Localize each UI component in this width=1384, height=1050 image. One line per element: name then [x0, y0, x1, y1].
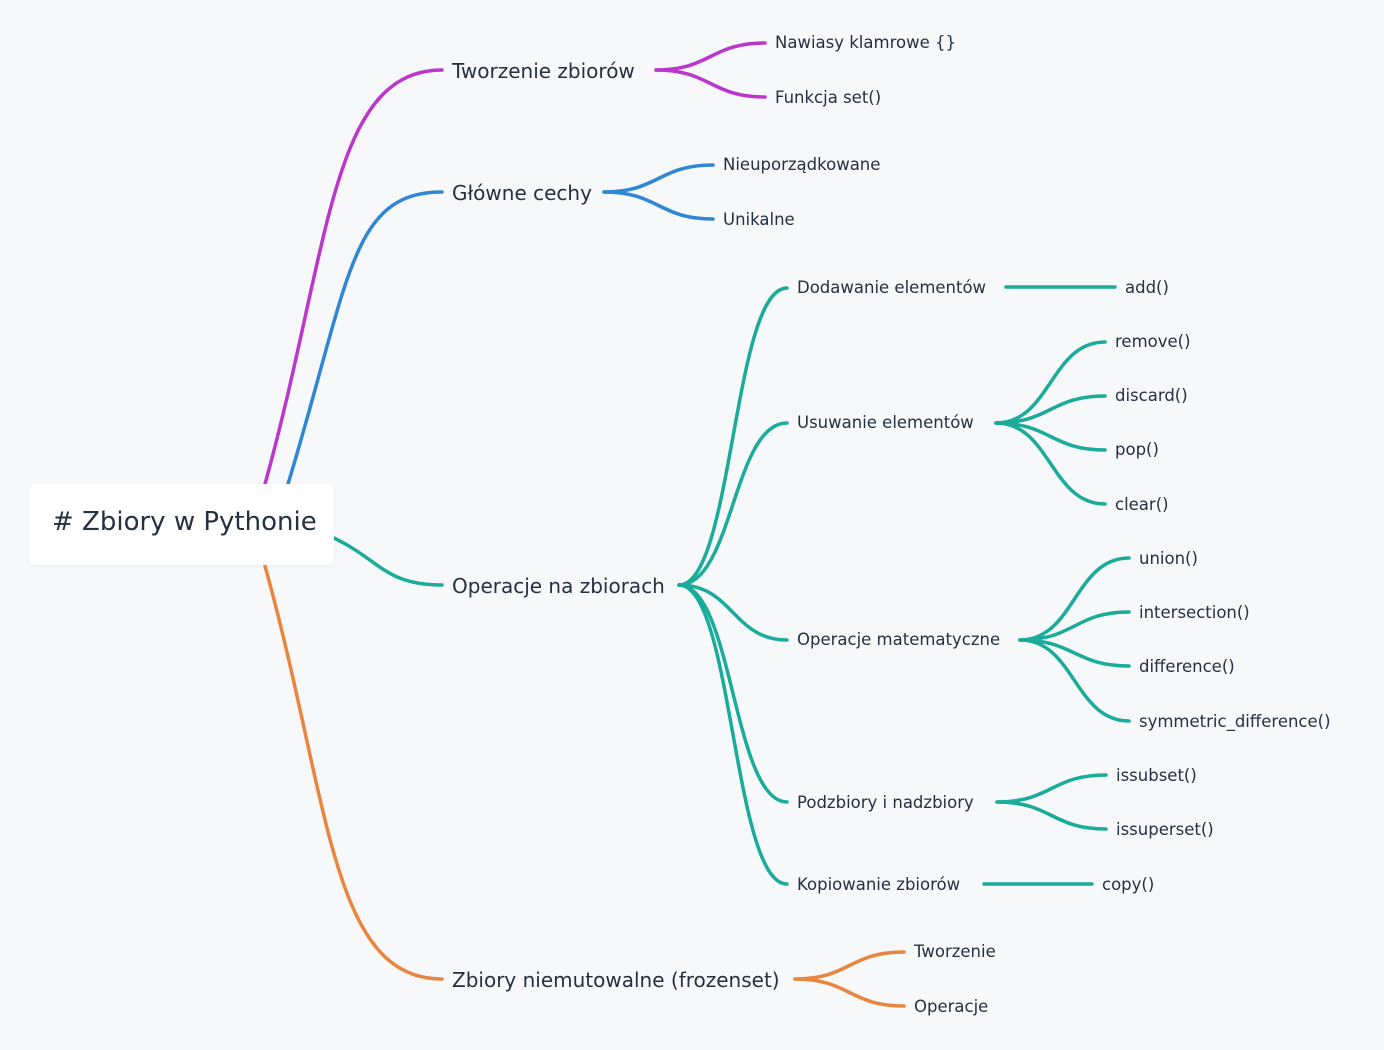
connector-operacje-podzbiory: [677, 583, 789, 804]
leaf-discard[interactable]: discard(): [1115, 386, 1188, 405]
branch-zbiory-niemutowalne[interactable]: Zbiory niemutowalne (frozenset): [452, 968, 780, 992]
root-label: # Zbiory w Pythonie: [52, 507, 317, 537]
leaf-copy[interactable]: copy(): [1102, 875, 1155, 894]
connector-usuwanie-leaf-1: [994, 394, 1107, 425]
node-operacje[interactable]: Operacje: [914, 997, 989, 1016]
branch-tworzenie-zbiorow[interactable]: Tworzenie zbiorów: [452, 59, 635, 83]
connector-podzbiory-leaf-0: [995, 773, 1108, 804]
connector-root-tworzenie: [263, 68, 444, 486]
node-kopiowanie-zbiorow[interactable]: Kopiowanie zbiorów: [797, 875, 961, 894]
connector-matematyczne-leaf-0: [1018, 556, 1131, 642]
node-dodawanie-elementow[interactable]: Dodawanie elementów: [797, 278, 987, 297]
connector-usuwanie-leaf-0: [994, 340, 1107, 425]
leaf-union[interactable]: union(): [1139, 549, 1198, 568]
leaf-add[interactable]: add(): [1125, 278, 1169, 297]
leaf-issuperset[interactable]: issuperset(): [1116, 820, 1214, 839]
branch-operacje-na-zbiorach[interactable]: Operacje na zbiorach: [452, 574, 665, 598]
node-podzbiory-i-nadzbiory[interactable]: Podzbiory i nadzbiory: [797, 793, 974, 812]
node-funkcja-set[interactable]: Funkcja set(): [775, 88, 882, 107]
leaf-difference[interactable]: difference(): [1139, 657, 1235, 676]
leaf-intersection[interactable]: intersection(): [1139, 603, 1250, 622]
connector-operacje-usuwanie: [677, 421, 789, 587]
node-nawiasy-klamrowe[interactable]: Nawiasy klamrowe {}: [775, 33, 956, 52]
connector-matematyczne-leaf-1: [1018, 610, 1131, 642]
connector-cechy-nieuporzadkowane: [602, 163, 715, 194]
node-unikalne[interactable]: Unikalne: [723, 210, 795, 229]
connector-operacje-dodawanie: [677, 286, 789, 587]
leaf-issubset[interactable]: issubset(): [1116, 766, 1197, 785]
connector-tworzenie-nawiasy: [654, 41, 767, 72]
connector-root-cechy: [286, 190, 444, 486]
connector-root-operacje: [332, 536, 444, 587]
connector-cechy-unikalne: [602, 190, 715, 221]
node-nieuporzadkowane[interactable]: Nieuporządkowane: [723, 155, 881, 174]
node-operacje-matematyczne[interactable]: Operacje matematyczne: [797, 630, 1001, 649]
node-tworzenie[interactable]: Tworzenie: [914, 942, 996, 961]
leaf-symmetric-difference[interactable]: symmetric_difference(): [1139, 712, 1331, 731]
leaf-pop[interactable]: pop(): [1115, 440, 1159, 459]
connector-usuwanie-leaf-3: [994, 421, 1107, 506]
connector-frozenset-tworzenie: [793, 950, 906, 981]
leaf-remove[interactable]: remove(): [1115, 332, 1191, 351]
connector-tworzenie-set: [654, 68, 767, 99]
node-usuwanie-elementow[interactable]: Usuwanie elementów: [797, 413, 974, 432]
connector-matematyczne-leaf-3: [1018, 638, 1131, 723]
branch-glowne-cechy[interactable]: Główne cechy: [452, 181, 592, 205]
root-node[interactable]: [29, 484, 334, 565]
leaf-clear[interactable]: clear(): [1115, 495, 1169, 514]
connector-root-frozenset: [263, 564, 444, 981]
connector-podzbiory-leaf-1: [995, 800, 1108, 831]
connector-operacje-matematyczne: [677, 583, 789, 642]
connector-operacje-kopiowanie: [677, 583, 789, 886]
connector-frozenset-operacje: [793, 977, 906, 1008]
